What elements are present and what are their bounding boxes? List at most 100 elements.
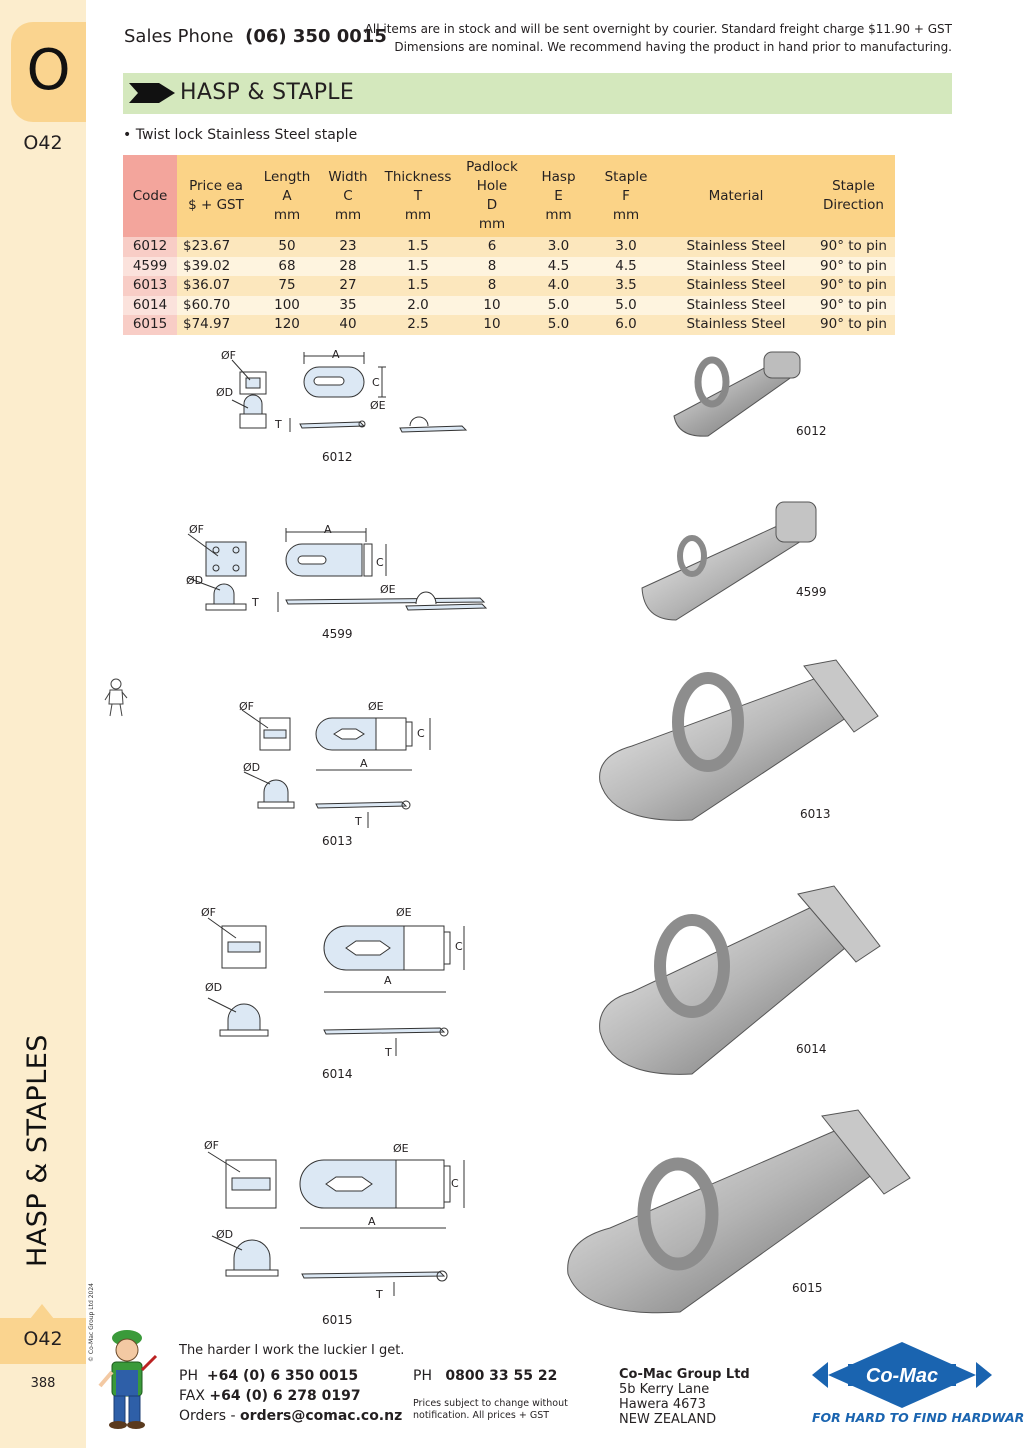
label-staple-f-6012: ØF	[221, 349, 236, 362]
cell-thickness: 1.5	[377, 237, 459, 257]
sales-phone-label: Sales Phone	[124, 26, 234, 47]
brand-tagline: FOR HARD TO FIND HARDWARE	[812, 1410, 1024, 1425]
shipping-notice: All items are in stock and will be sent …	[365, 20, 952, 56]
cell-thickness: 2.0	[377, 295, 459, 315]
label-length-a-6014: A	[384, 974, 392, 987]
cell-price: $74.97	[177, 315, 255, 335]
diagram-code-6015: 6015	[322, 1313, 353, 1327]
cell-padlock-hole: 8	[459, 276, 525, 296]
mascot-worker-icon	[98, 1330, 158, 1429]
cell-code: 6013	[123, 276, 177, 296]
cell-width: 27	[319, 276, 377, 296]
diagram-code-4599: 4599	[322, 627, 353, 641]
cell-staple: 3.5	[592, 276, 660, 296]
company-address: Co-Mac Group Ltd 5b Kerry Lane Hawera 46…	[619, 1367, 750, 1427]
cell-code: 6015	[123, 315, 177, 335]
cell-length: 68	[255, 256, 319, 276]
label-length-a-6012: A	[332, 348, 340, 361]
cell-price: $39.02	[177, 256, 255, 276]
address-line-3: NEW ZEALAND	[619, 1412, 717, 1427]
cell-code: 4599	[123, 256, 177, 276]
product-photo-6013	[599, 659, 879, 821]
label-length-a-6013: A	[360, 757, 368, 770]
price-note: Prices subject to change without notific…	[413, 1398, 568, 1421]
orders-email-link[interactable]: orders@comac.co.nz	[240, 1408, 403, 1424]
cell-hasp: 3.0	[525, 237, 592, 257]
product-title: HASP & STAPLE	[180, 80, 355, 105]
label-width-c-6015: C	[451, 1177, 459, 1190]
label-thickness-t-6013: T	[355, 815, 362, 828]
header-code: Code	[123, 155, 177, 237]
table-row: 6012 $23.67 50 23 1.5 6 3.0 3.0 Stainles…	[123, 237, 895, 257]
sales-phone-number[interactable]: (06) 350 0015	[245, 26, 387, 47]
label-width-c-6012: C	[372, 376, 380, 389]
section-tab	[11, 22, 86, 122]
bottom-tab	[0, 1318, 86, 1364]
cell-price: $36.07	[177, 276, 255, 296]
address-line-1: 5b Kerry Lane	[619, 1382, 710, 1397]
cell-price: $60.70	[177, 295, 255, 315]
cell-padlock-hole: 8	[459, 256, 525, 276]
cell-thickness: 1.5	[377, 256, 459, 276]
cell-direction: 90° to pin	[812, 315, 895, 335]
cell-staple: 4.5	[592, 256, 660, 276]
cell-hasp: 4.5	[525, 256, 592, 276]
cell-length: 100	[255, 295, 319, 315]
page-number: 388	[30, 1376, 56, 1391]
photo-code-6015: 6015	[792, 1281, 823, 1295]
cell-thickness: 1.5	[377, 276, 459, 296]
diagram-6013	[241, 709, 431, 828]
label-staple-f-6014: ØF	[201, 906, 216, 919]
cell-direction: 90° to pin	[812, 256, 895, 276]
cell-thickness: 2.5	[377, 315, 459, 335]
cell-material: Stainless Steel	[660, 256, 812, 276]
label-width-c-4599: C	[376, 556, 384, 569]
comac-logo[interactable]: Co-Mac	[808, 1340, 996, 1410]
label-staple-f-6015: ØF	[204, 1139, 219, 1152]
label-hasp-e-6015: ØE	[393, 1142, 409, 1155]
company-name: Co-Mac Group Ltd	[619, 1367, 750, 1382]
worker-sketch-icon	[104, 678, 128, 717]
label-hasp-e-6012: ØE	[370, 399, 386, 412]
label-thickness-t-6015: T	[376, 1288, 383, 1301]
cell-code: 6012	[123, 237, 177, 257]
bottom-tab-notch	[30, 1304, 54, 1319]
cell-direction: 90° to pin	[812, 276, 895, 296]
phone-number[interactable]: +64 (0) 6 350 0015	[206, 1368, 359, 1384]
photo-code-6012: 6012	[796, 424, 827, 438]
header-material: Material	[660, 155, 812, 237]
notice-line-1: All items are in stock and will be sent …	[364, 22, 952, 36]
cell-length: 50	[255, 237, 319, 257]
cell-width: 40	[319, 315, 377, 335]
cell-hasp: 5.0	[525, 295, 592, 315]
cell-price: $23.67	[177, 237, 255, 257]
header-price: Price ea$ + GST	[177, 155, 255, 237]
freephone-number[interactable]: 0800 33 55 22	[445, 1368, 558, 1384]
fax-number: +64 (0) 6 278 0197	[209, 1388, 361, 1404]
footer-phone: PH +64 (0) 6 350 0015	[179, 1368, 359, 1384]
label-padlock-d-4599: ØD	[186, 574, 204, 587]
product-photo-6014	[599, 885, 881, 1075]
table-row: 4599 $39.02 68 28 1.5 8 4.5 4.5 Stainles…	[123, 256, 895, 276]
diagram-6015	[207, 1151, 465, 1296]
section-letter: O	[26, 38, 71, 103]
product-photo-4599	[641, 501, 817, 621]
label-width-c-6013: C	[417, 727, 425, 740]
cell-staple: 3.0	[592, 237, 660, 257]
cell-staple: 5.0	[592, 295, 660, 315]
diagram-6012	[231, 352, 468, 433]
section-sidebar	[0, 0, 86, 1448]
label-staple-f-4599: ØF	[189, 523, 204, 536]
cell-hasp: 5.0	[525, 315, 592, 335]
diagram-code-6012: 6012	[322, 450, 353, 464]
cell-length: 120	[255, 315, 319, 335]
cell-width: 35	[319, 295, 377, 315]
cell-padlock-hole: 6	[459, 237, 525, 257]
